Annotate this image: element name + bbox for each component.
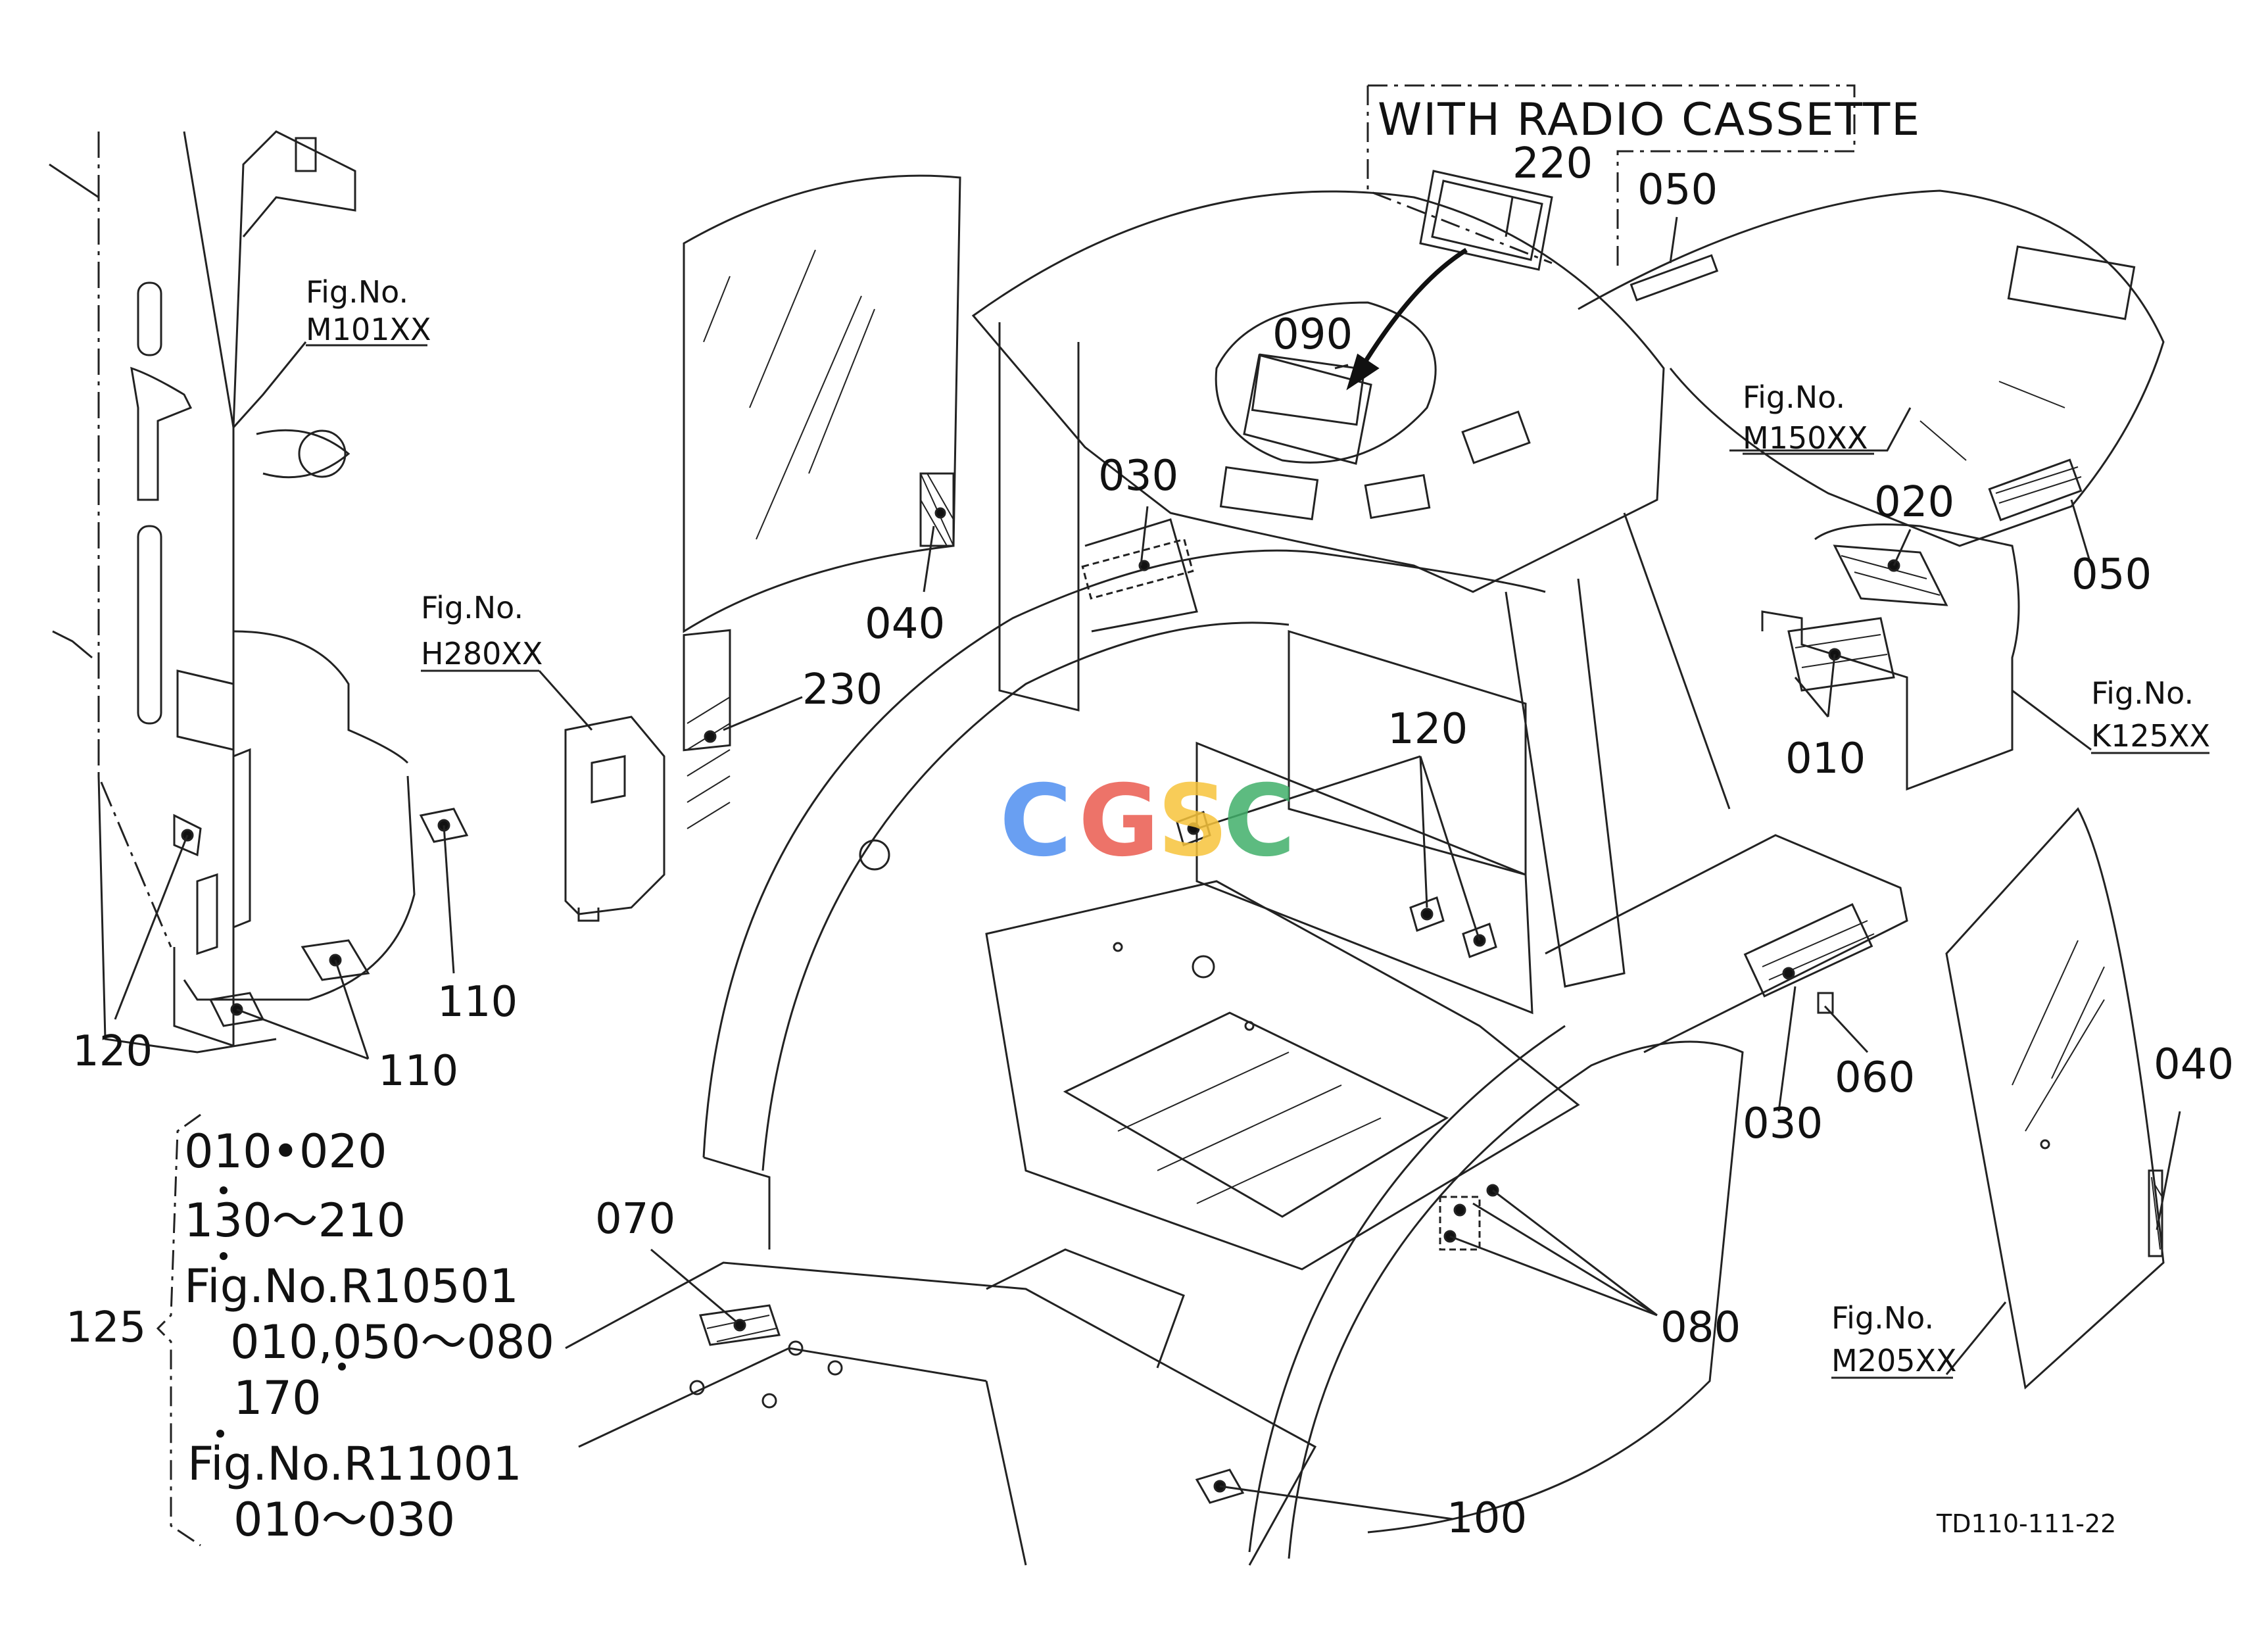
watermark-letter-c2: C — [1223, 764, 1295, 879]
callout-120-left: 120 — [72, 1027, 153, 1076]
callout-060: 060 — [1835, 1054, 1915, 1102]
fig-m150-label: Fig.No. — [1743, 379, 1845, 415]
legend-line-1: 010•020 — [184, 1125, 387, 1178]
legend-line-5: 170 — [233, 1371, 322, 1425]
callout-030-fender: 030 — [1743, 1100, 1823, 1148]
callout-050-right: 050 — [2071, 550, 2152, 599]
fig-m101-label: Fig.No. — [306, 274, 408, 310]
callout-050-top: 050 — [1637, 166, 1718, 214]
fig-k125-label: Fig.No. — [2091, 675, 2194, 711]
fig-k125-code: K125XX — [2091, 718, 2210, 754]
callout-110-b: 110 — [378, 1047, 458, 1096]
callout-020: 020 — [1874, 478, 1954, 527]
legend-125-brace — [156, 1113, 201, 1547]
watermark-letter-c1: C — [1000, 764, 1072, 879]
radio-panel-220 — [1243, 170, 1553, 465]
watermark-logo: C G S C — [1000, 764, 1295, 879]
k125-console — [1761, 523, 2020, 791]
legend-line-3: Fig.No.R10501 — [184, 1259, 519, 1313]
callout-070: 070 — [595, 1195, 675, 1244]
arrow-220-to-090 — [1346, 248, 1468, 391]
left-window-glass — [683, 174, 961, 633]
fig-m150-code: M150XX — [1743, 420, 1868, 456]
fig-m205-code: M205XX — [1831, 1343, 1957, 1378]
right-window-glass — [1945, 807, 2165, 1390]
legend-line-4: 010,050～080 — [230, 1315, 554, 1369]
callout-230: 230 — [802, 666, 882, 714]
radio-cassette-bracket — [1366, 84, 1856, 270]
fig-h280-code: H280XX — [421, 636, 543, 671]
fig-m205-label: Fig.No. — [1831, 1300, 1934, 1336]
watermark-letter-g: G — [1078, 764, 1159, 879]
fig-m101-code: M101XX — [306, 312, 431, 347]
legend-line-6: Fig.No.R11001 — [187, 1437, 522, 1491]
callout-100: 100 — [1447, 1494, 1527, 1543]
decals-cab — [699, 538, 1875, 1504]
callout-125: 125 — [66, 1303, 146, 1352]
legend-line-2: 130～210 — [184, 1194, 406, 1248]
legend-line-7: 010～030 — [233, 1493, 455, 1547]
callout-220: 220 — [1512, 139, 1593, 188]
callout-090: 090 — [1272, 310, 1353, 359]
decal-110-left-b — [301, 939, 370, 981]
cab-body — [565, 190, 1908, 1566]
callout-120-cab: 120 — [1387, 705, 1468, 754]
m150-roof-cover — [1578, 189, 2165, 547]
left-frame-drawing — [49, 130, 469, 1054]
h280-part — [564, 629, 731, 922]
callout-080: 080 — [1660, 1303, 1741, 1352]
radio-box-title: WITH RADIO CASSETTE — [1378, 94, 1921, 146]
leader-lines — [114, 197, 2181, 1520]
callout-010: 010 — [1785, 735, 1866, 783]
callout-030-cab: 030 — [1098, 452, 1178, 500]
fig-h280-label: Fig.No. — [421, 590, 523, 625]
watermark-letter-s: S — [1157, 764, 1228, 879]
callout-110-a: 110 — [437, 978, 518, 1027]
callout-040-right: 040 — [2154, 1040, 2234, 1089]
callout-040-left: 040 — [865, 600, 945, 648]
legend-dots — [216, 1186, 346, 1438]
drawing-code: TD110-111-22 — [1936, 1509, 2116, 1538]
fig-underlines — [306, 344, 2209, 1379]
